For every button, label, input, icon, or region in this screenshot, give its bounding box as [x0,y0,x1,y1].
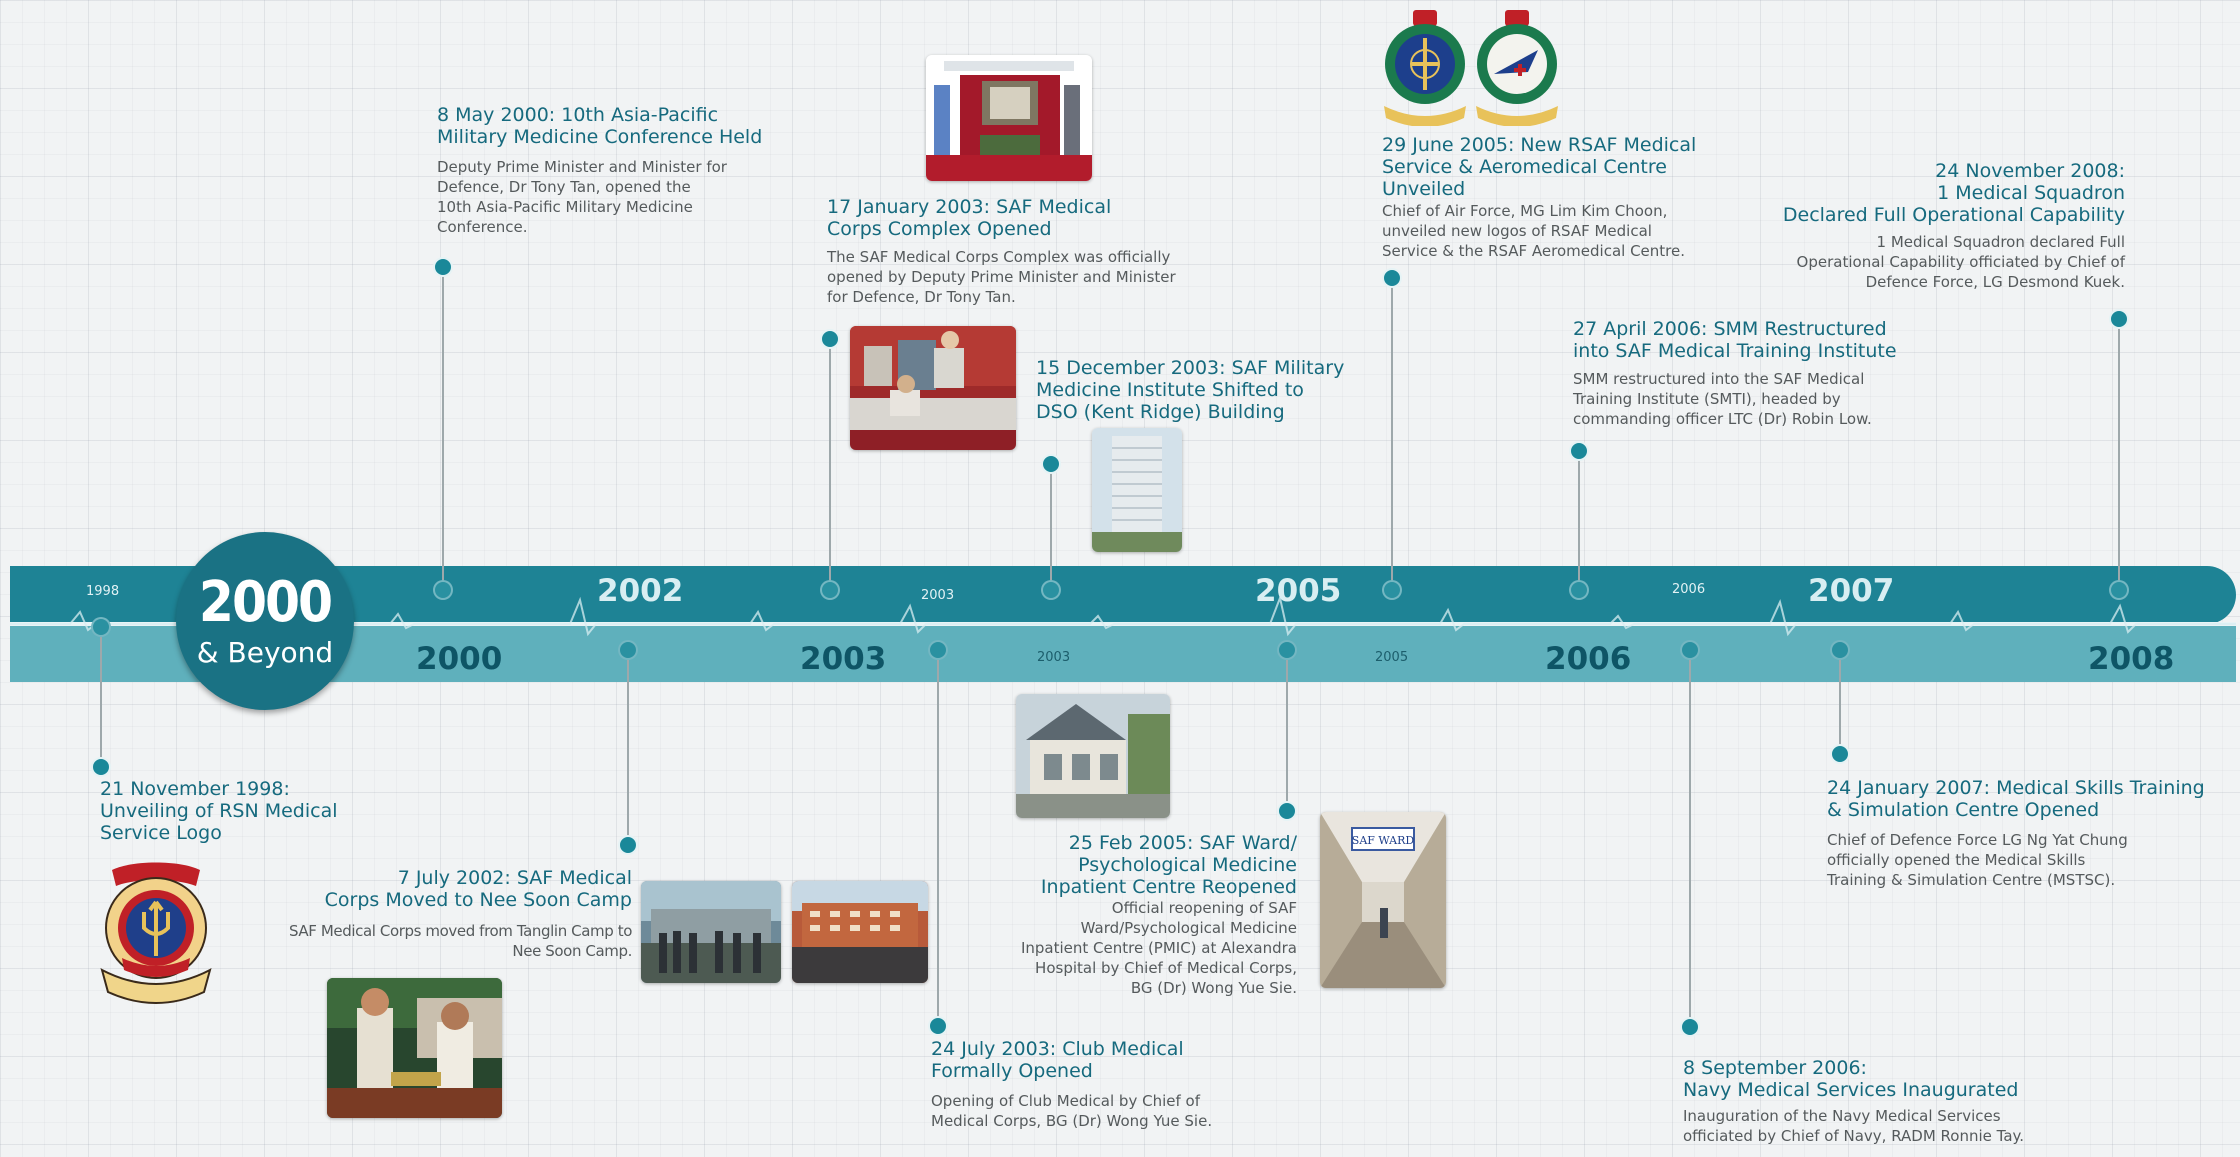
band-dot-2005a [1277,640,1297,660]
era-badge-subtitle: & Beyond [196,636,334,669]
band-dot-2003b [928,640,948,660]
event-body-2006a: SMM restructured into the SAF Medical Tr… [1573,370,1872,428]
event-dot-1998[interactable] [91,757,111,777]
timeline-spikes [10,594,2236,637]
photo-2002-building [792,881,928,983]
event-body-2008: 1 Medical Squadron declared Full Operati… [1796,233,2125,291]
event-body-2005b: Chief of Air Force, MG Lim Kim Choon, un… [1382,202,1686,260]
rsaf-medical-service-logo [1384,10,1466,126]
event-title-2006a: 27 April 2006: SMM Restructured into SAF… [1573,318,1897,362]
event-dot-2008[interactable] [2109,309,2129,329]
event-dot-2003b[interactable] [928,1016,948,1036]
band-dot-1998 [91,617,111,637]
event-title-2002: 7 July 2002: SAF Medical Corps Moved to … [324,867,632,911]
photo-2005-ward-corridor: SAF WARD [1320,812,1446,988]
event-title-2000: 8 May 2000: 10th Asia-Pacific Military M… [437,104,763,148]
event-dot-2003a[interactable] [820,329,840,349]
event-body-2002: SAF Medical Corps moved from Tanglin Cam… [288,922,632,960]
band-year-2006-top: 2006 [1672,582,1706,597]
photo-2005-ward-building [1016,694,1170,818]
band-dot-2006b [1680,640,1700,660]
event-title-2005b: 29 June 2005: New RSAF Medical Service &… [1382,134,1697,200]
photo-2003-ceremony [850,326,1016,450]
band-year-1998: 1998 [86,584,120,599]
band-year-2003-small: 2003 [1037,650,1071,665]
connector-2005a [1286,650,1288,810]
band-dot-2003c [1041,580,1061,600]
event-body-2006b: Inauguration of the Navy Medical Service… [1683,1107,2025,1145]
event-title-2003b: 24 July 2003: Club Medical Formally Open… [931,1038,1184,1082]
rsn-medical-logo [100,862,212,1004]
connector-2002 [627,650,629,845]
photo-2002-handover [327,978,502,1118]
band-year-2003-top: 2003 [921,588,955,603]
event-body-2000: Deputy Prime Minister and Minister for D… [437,158,727,236]
event-title-2003c: 15 December 2003: SAF Military Medicine … [1036,357,1345,423]
era-badge-year: 2000 [198,570,333,635]
connector-2007 [1839,650,1841,753]
event-dot-2003c[interactable] [1041,454,1061,474]
event-body-2003b: Opening of Club Medical by Chief of Medi… [931,1092,1213,1130]
connector-2006a [1578,450,1580,590]
band-dot-2000 [433,580,453,600]
connector-2003a [829,338,831,590]
event-title-2008: 24 November 2008: 1 Medical Squadron Dec… [1782,160,2125,226]
timeline-band-upper [10,566,2236,624]
event-dot-2005a[interactable] [1277,801,1297,821]
band-year-2007: 2007 [1808,573,1895,609]
event-body-2005a: Official reopening of SAF Ward/Psycholog… [1020,899,1297,997]
connector-2003b [937,650,939,1025]
band-dot-2003a [820,580,840,600]
event-dot-2005b[interactable] [1382,268,1402,288]
event-title-2006b: 8 September 2006: Navy Medical Services … [1683,1057,2019,1101]
band-dot-2002 [618,640,638,660]
event-title-2007: 24 January 2007: Medical Skills Training… [1827,777,2205,821]
era-badge: 2000 & Beyond [176,532,354,710]
event-dot-2002[interactable] [618,835,638,855]
band-year-2005-small: 2005 [1375,650,1409,665]
band-year-2000: 2000 [416,641,503,677]
event-body-2003a: The SAF Medical Corps Complex was offici… [827,248,1176,306]
event-body-2007: Chief of Defence Force LG Ng Yat Chung o… [1827,831,2128,889]
connector-2005b [1391,277,1393,590]
event-dot-2000[interactable] [433,257,453,277]
band-year-2002: 2002 [597,573,684,609]
photo-2003-dso-building [1092,428,1182,552]
band-dot-2006a [1569,580,1589,600]
connector-2006b [1689,650,1691,1026]
band-dot-2007 [1830,640,1850,660]
band-year-2008: 2008 [2088,641,2175,677]
connector-2003c [1050,463,1052,590]
band-dot-2008 [2109,580,2129,600]
event-dot-2007[interactable] [1830,744,1850,764]
connector-2008 [2118,318,2120,590]
connector-2000 [442,266,444,590]
event-title-2005a: 25 Feb 2005: SAF Ward/ Psychological Med… [1040,832,1297,898]
event-title-1998: 21 November 1998: Unveiling of RSN Medic… [100,778,338,844]
band-year-2005-top: 2005 [1255,573,1342,609]
event-title-2003a: 17 January 2003: SAF Medical Corps Compl… [827,196,1112,240]
event-dot-2006b[interactable] [1680,1017,1700,1037]
timeline-band-lower [10,624,2236,682]
event-dot-2006a[interactable] [1569,441,1589,461]
ward-sign-text: SAF WARD [1352,834,1415,847]
photo-2003-unveiling [926,55,1092,181]
photo-2002-parade [641,881,781,983]
band-dot-2005b [1382,580,1402,600]
band-year-2003: 2003 [800,641,887,677]
connector-1998 [100,628,102,766]
rsaf-aeromedical-centre-logo [1476,10,1558,126]
band-year-2006: 2006 [1545,641,1632,677]
